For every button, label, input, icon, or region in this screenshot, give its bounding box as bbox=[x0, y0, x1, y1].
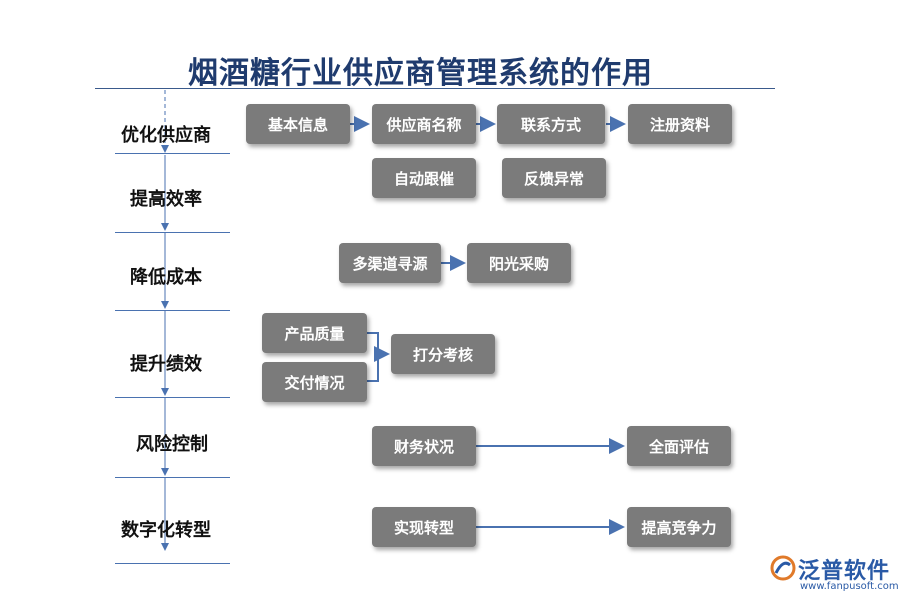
row-label-optimize: 优化供应商 bbox=[121, 125, 211, 146]
row-separator bbox=[115, 153, 230, 154]
row-label-risk: 风险控制 bbox=[136, 434, 208, 455]
box-competitiveness: 提高竞争力 bbox=[627, 507, 731, 547]
box-registration: 注册资料 bbox=[628, 104, 732, 144]
row-separator bbox=[115, 310, 230, 311]
row-label-performance: 提升绩效 bbox=[130, 354, 202, 375]
box-delivery: 交付情况 bbox=[262, 362, 367, 402]
box-product-quality: 产品质量 bbox=[262, 313, 367, 353]
box-contact: 联系方式 bbox=[497, 104, 605, 144]
page-title: 烟酒糖行业供应商管理系统的作用 bbox=[188, 56, 653, 91]
box-feedback: 反馈异常 bbox=[502, 158, 606, 198]
title-underline bbox=[95, 88, 775, 89]
box-auto-follow: 自动跟催 bbox=[372, 158, 476, 198]
logo-url: www.fanpusoft.com bbox=[800, 581, 899, 592]
row-label-efficiency: 提高效率 bbox=[130, 189, 202, 210]
row-separator bbox=[115, 397, 230, 398]
bracket-quality-delivery bbox=[367, 332, 387, 382]
brand-logo: 泛普软件 www.fanpusoft.com bbox=[770, 553, 899, 598]
box-multi-channel: 多渠道寻源 bbox=[339, 243, 441, 283]
box-sunshine-purchase: 阳光采购 bbox=[467, 243, 571, 283]
row-label-digital: 数字化转型 bbox=[121, 520, 211, 541]
box-realize-transform: 实现转型 bbox=[372, 507, 476, 547]
box-scoring: 打分考核 bbox=[391, 334, 495, 374]
logo-icon bbox=[770, 555, 796, 581]
row-separator bbox=[115, 232, 230, 233]
box-finance: 财务状况 bbox=[372, 426, 476, 466]
row-separator bbox=[115, 477, 230, 478]
box-basic-info: 基本信息 bbox=[246, 104, 350, 144]
box-supplier-name: 供应商名称 bbox=[372, 104, 476, 144]
box-overall-eval: 全面评估 bbox=[627, 426, 731, 466]
logo-name: 泛普软件 bbox=[798, 559, 891, 584]
row-label-cost: 降低成本 bbox=[130, 267, 202, 288]
row-separator bbox=[115, 563, 230, 564]
